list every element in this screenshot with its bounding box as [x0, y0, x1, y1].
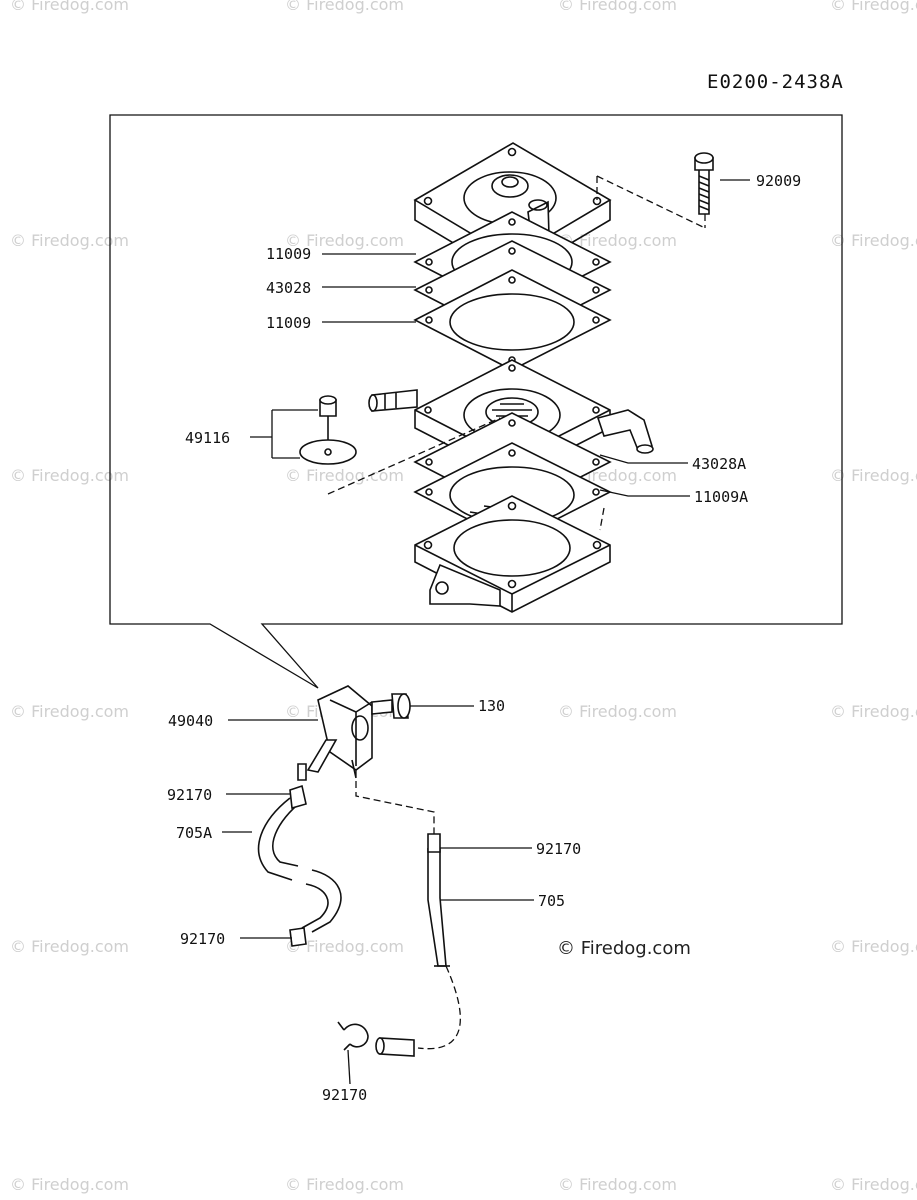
watermark: © Firedog.com	[830, 937, 917, 956]
watermark: © Firedog.com	[830, 231, 917, 250]
leader-lines	[222, 179, 750, 1085]
watermark: © Firedog.com	[830, 0, 917, 14]
assembly-line	[596, 175, 706, 229]
assembly-line	[327, 417, 501, 495]
pump-exploded-view	[299, 142, 714, 613]
callout-49116: 49116	[185, 429, 230, 447]
callout-43028: 43028	[266, 279, 311, 297]
assembly-line	[355, 770, 435, 834]
watermark: © Firedog.com	[10, 466, 129, 485]
watermark: © Firedog.com	[830, 702, 917, 721]
watermark: © Firedog.com	[285, 466, 404, 485]
callout-92170: 92170	[322, 1086, 367, 1104]
watermarks: © Firedog.com © Firedog.com © Firedog.co…	[10, 0, 917, 1194]
watermark: © Firedog.com	[10, 0, 129, 14]
watermark: © Firedog.com	[558, 1175, 677, 1194]
callout-43028A: 43028A	[692, 455, 746, 473]
check-valve-49116	[299, 395, 357, 465]
watermark: © Firedog.com	[558, 702, 677, 721]
callout-92170: 92170	[536, 840, 581, 858]
watermark: © Firedog.com	[10, 702, 129, 721]
gasket-11009-mid	[413, 269, 612, 371]
watermark: © Firedog.com	[285, 937, 404, 956]
watermark: © Firedog.com	[285, 0, 404, 14]
detail-frame	[109, 114, 843, 689]
bolt-130	[371, 693, 411, 719]
callout-11009: 11009	[266, 314, 311, 332]
fuel-pump-assembly-49040	[297, 685, 373, 781]
clamp-92170	[289, 927, 307, 947]
watermark: © Firedog.com	[10, 937, 129, 956]
pump-base	[414, 495, 611, 613]
watermark: © Firedog.com	[558, 231, 677, 250]
credit-text: © Firedog.com	[557, 938, 691, 959]
callout-11009A: 11009A	[694, 488, 748, 506]
callout-130: 130	[478, 697, 505, 715]
watermark: © Firedog.com	[830, 466, 917, 485]
clamp-92170	[337, 1021, 369, 1051]
callout-11009: 11009	[266, 245, 311, 263]
watermark: © Firedog.com	[285, 231, 404, 250]
screw-92009	[694, 152, 714, 215]
clamp-92170	[289, 784, 307, 810]
watermark: © Firedog.com	[830, 1175, 917, 1194]
watermark: © Firedog.com	[10, 231, 129, 250]
assembly-line	[599, 507, 605, 531]
callout-705A: 705A	[176, 824, 212, 842]
clamp-92170	[427, 833, 441, 853]
diagram-code: E0200-2438A	[707, 71, 844, 93]
hose-705A	[257, 797, 342, 933]
watermark: © Firedog.com	[285, 1175, 404, 1194]
watermark: © Firedog.com	[558, 0, 677, 14]
callout-92009: 92009	[756, 172, 801, 190]
callout-92170: 92170	[167, 786, 212, 804]
callout-92170: 92170	[180, 930, 225, 948]
callout-705: 705	[538, 892, 565, 910]
callout-49040: 49040	[168, 712, 213, 730]
hose-705	[375, 848, 461, 1057]
watermark: © Firedog.com	[10, 1175, 129, 1194]
